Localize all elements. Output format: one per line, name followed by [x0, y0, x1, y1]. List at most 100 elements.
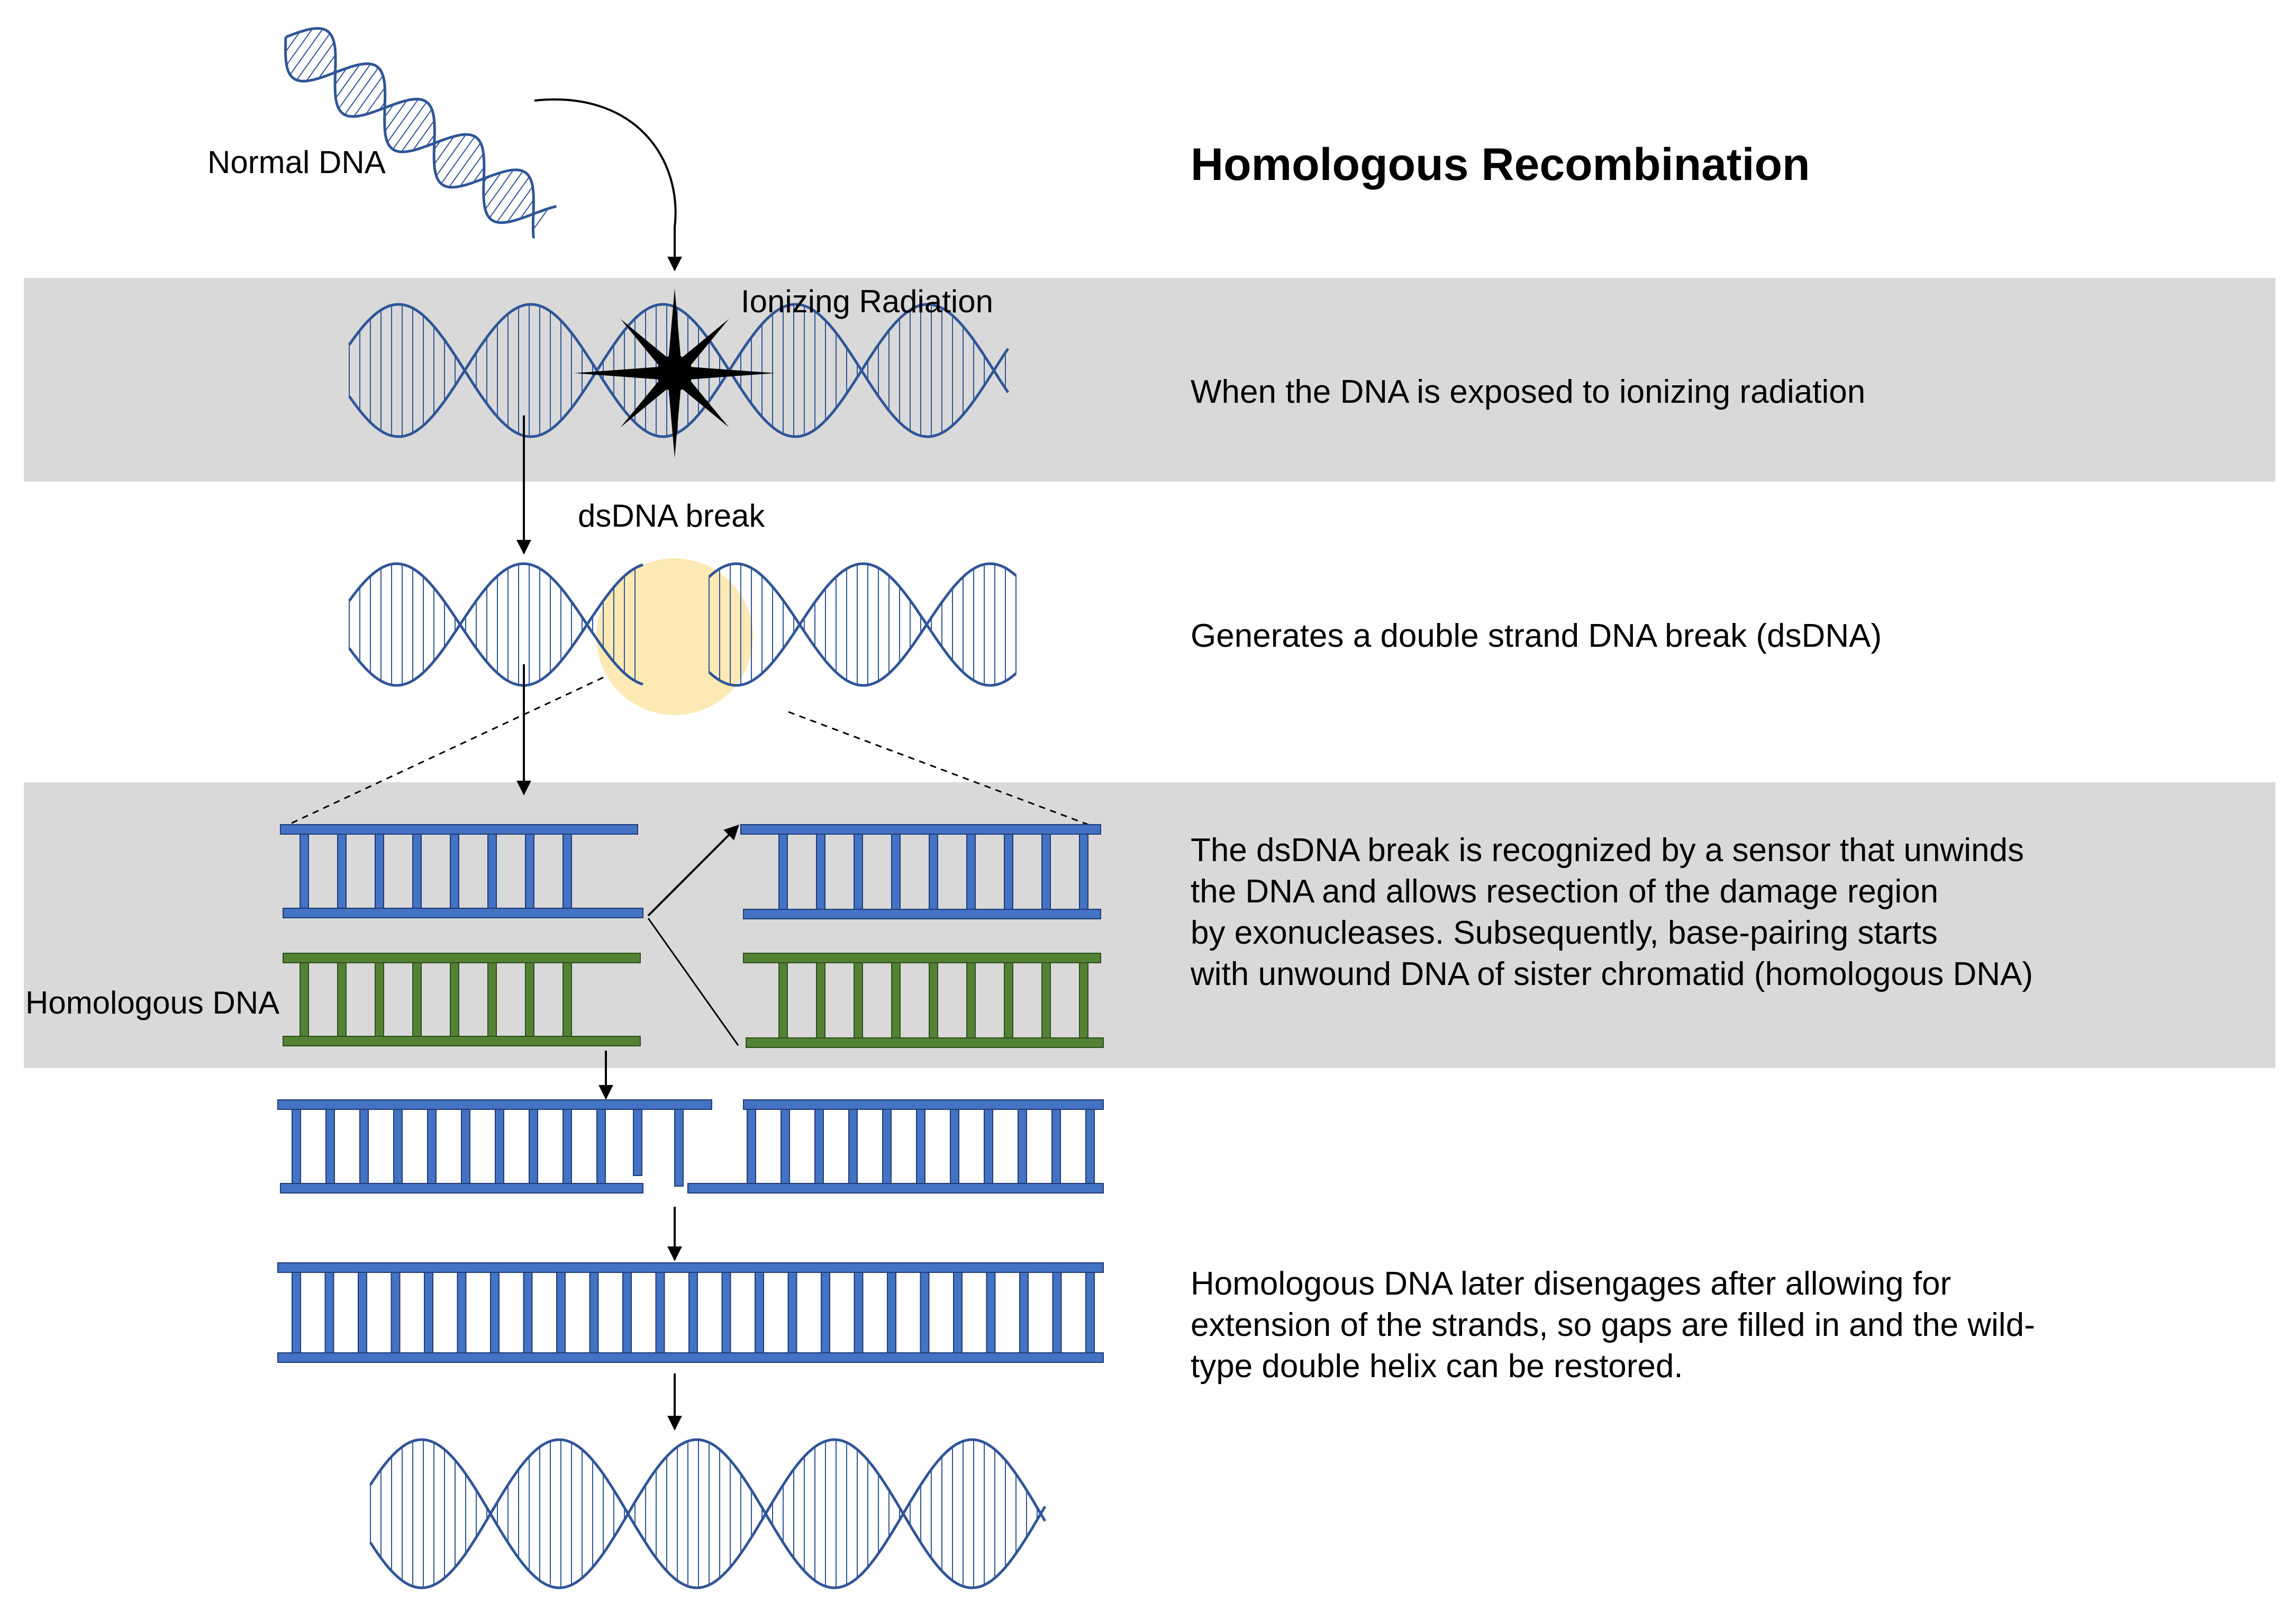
restored-dna-helix	[369, 1438, 1047, 1589]
ladder-rung	[292, 1109, 301, 1184]
helix-rung	[520, 200, 534, 219]
ladder-rung	[589, 1272, 599, 1353]
ladder-rung	[490, 1272, 500, 1353]
ladder-rung	[891, 962, 901, 1038]
label-ionizing-radiation: Ionizing Radiation	[741, 284, 993, 319]
ladder-rung	[1018, 1109, 1027, 1184]
normal-dna-helix	[284, 27, 557, 239]
helix-strand	[369, 1438, 1047, 1589]
ladder-rung	[848, 1109, 858, 1184]
ladder-rung	[1041, 962, 1051, 1038]
ladder-rung	[300, 834, 309, 909]
helix-rung	[387, 98, 419, 143]
ladder-rung	[562, 834, 572, 909]
ladder-rung	[929, 962, 938, 1038]
helix-rung	[384, 104, 394, 118]
ladder-rung	[461, 1109, 470, 1184]
label-normal-dna: Normal DNA	[207, 144, 386, 180]
helix-strand	[285, 27, 535, 239]
ladder-rung	[457, 1272, 467, 1353]
step-2-description: Generates a double strand DNA break (dsD…	[1191, 618, 1882, 654]
ladder-rung	[622, 1272, 632, 1353]
helix-strand	[708, 562, 1017, 687]
ladder-rail	[743, 953, 1101, 963]
arrow-down-icon	[534, 98, 682, 272]
ladder-rung	[787, 1272, 797, 1353]
ladder-rail	[277, 1099, 712, 1110]
ladder-rung	[920, 1272, 930, 1353]
ladder-rung	[1019, 1272, 1029, 1353]
ladder-rung	[325, 1109, 335, 1184]
ladder-rung	[854, 1272, 864, 1353]
ladder-rung	[292, 1272, 301, 1353]
ladder-rung	[450, 962, 459, 1037]
ladder-rung	[1004, 962, 1013, 1038]
ladder-rung	[393, 1109, 403, 1184]
radiation-core	[657, 355, 693, 391]
ladder-rung	[688, 1272, 698, 1353]
helix-rung	[496, 176, 530, 223]
ladder-rung	[1004, 834, 1013, 910]
helix-rung	[401, 109, 432, 152]
ladder-rail	[687, 1183, 1104, 1194]
helix-rung	[318, 55, 336, 79]
helix-rung	[392, 102, 428, 150]
ladder-rung	[854, 962, 863, 1038]
zoom-line-left	[280, 676, 604, 829]
ladder-rung	[916, 1109, 925, 1184]
ladder-rung	[755, 1272, 764, 1353]
step-4-description: Homologous DNA later disengages after al…	[1191, 1265, 2035, 1385]
dna-ladders	[277, 824, 1104, 1363]
ladder-rung	[655, 1272, 665, 1353]
strand-exchange-line	[647, 918, 739, 1046]
helix-rung	[306, 42, 335, 82]
helix-rung	[459, 153, 484, 187]
step-3-description: The dsDNA break is recognized by a senso…	[1191, 832, 2034, 992]
ladder-rung	[359, 1109, 369, 1184]
helix-rung	[433, 136, 455, 165]
ladder-rung	[953, 1272, 963, 1353]
ladder-rung	[424, 1272, 433, 1353]
helix-rung	[285, 31, 301, 52]
ladder-rung	[1079, 962, 1088, 1038]
ladder-rung	[966, 962, 976, 1038]
ladder-rung	[427, 1109, 437, 1184]
helix-rung	[440, 136, 476, 184]
helix-strand	[708, 562, 1017, 687]
helix-strand	[348, 303, 1010, 438]
ladder-rung	[523, 1272, 533, 1353]
ladder-rung	[391, 1272, 401, 1353]
helix-rung	[365, 87, 386, 115]
ladder-rung	[300, 962, 309, 1037]
ladder-rung	[556, 1272, 566, 1353]
ladder-rung	[450, 834, 459, 909]
helix-rung	[289, 29, 323, 75]
ladder-rung	[821, 1272, 830, 1353]
ladder-rung	[674, 1109, 684, 1187]
helix-strand	[369, 1438, 1047, 1589]
helix-rung	[489, 170, 524, 219]
ladder-rail	[746, 1037, 1104, 1048]
helix-rung	[473, 167, 485, 183]
strand-exchange-arrow	[647, 825, 739, 917]
helix-rung	[448, 142, 482, 188]
ladder-rail	[283, 908, 643, 918]
radiation-ray	[667, 373, 682, 458]
ladder-rail	[283, 953, 641, 963]
ladder-rung	[412, 962, 422, 1037]
ladder-rung	[596, 1109, 606, 1184]
radiation-ray	[667, 288, 682, 373]
ladder-rail	[283, 1036, 641, 1046]
helix-rung	[334, 68, 348, 85]
ladder-rung	[816, 834, 825, 910]
ladder-rung	[929, 834, 938, 910]
ladder-rung	[529, 1109, 538, 1184]
ladder-rung	[375, 962, 384, 1037]
ladder-rung	[487, 834, 497, 909]
helix-rung	[506, 186, 533, 223]
helix-rung	[335, 64, 360, 99]
helix-rung	[435, 134, 467, 176]
ladder-rung	[1085, 1109, 1095, 1184]
ladder-rung	[814, 1109, 824, 1184]
